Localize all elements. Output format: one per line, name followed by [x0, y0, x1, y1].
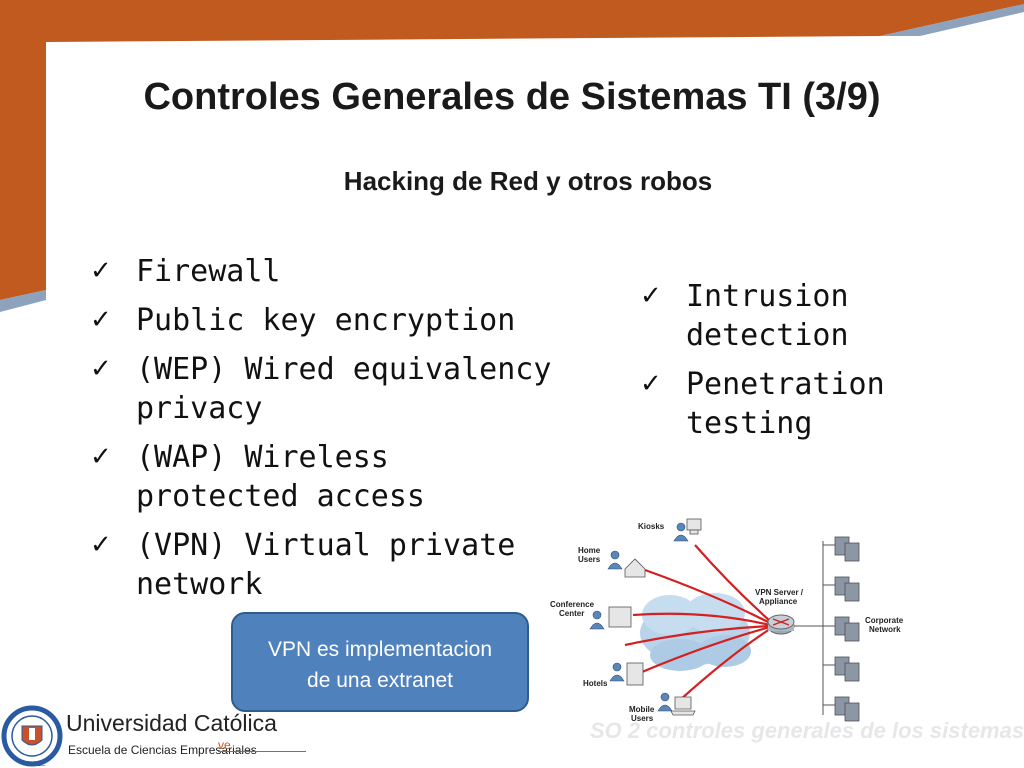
left-bullet-list: ✓ Firewall ✓ Public key encryption ✓ (WEP) … [90, 252, 560, 614]
checkmark-icon: ✓ [90, 530, 112, 560]
list-item-text: Firewall [136, 254, 281, 289]
list-item: ✓ (VPN) Virtual private network [90, 526, 560, 604]
vpn-server-icon [767, 614, 795, 635]
list-item-text: (WEP) Wired equivalency privacy [136, 352, 552, 426]
slide-title: Controles Generales de Sistemas TI (3/9) [143, 76, 881, 118]
list-item-text: Intrusion detection [686, 279, 849, 353]
vpn-network-diagram: Kiosks Home Users Conference Center Hote… [550, 517, 904, 731]
vpn-callout-box: VPN es implementacion de una extranet [231, 612, 529, 712]
checkmark-icon: ✓ [640, 281, 662, 311]
callout-line-1: VPN es implementacion [267, 638, 493, 661]
corporate-network-label-2: Network [869, 625, 901, 634]
list-item-text: (WAP) Wireless protected access [136, 440, 425, 514]
list-item-text: (VPN) Virtual private network [136, 528, 516, 602]
device-icons [608, 518, 702, 716]
hotels-label: Hotels [583, 679, 608, 688]
vpn-server-label: VPN Server / [755, 588, 804, 597]
kiosks-label: Kiosks [638, 522, 665, 531]
university-name: Universidad Católica [66, 710, 277, 736]
list-item: ✓ Intrusion detection [640, 277, 1020, 355]
list-item: ✓ Penetration testing [640, 365, 1020, 443]
mobile-users-label-2: Users [631, 714, 654, 723]
mobile-users-label: Mobile [629, 705, 655, 714]
checkmark-icon: ✓ [90, 305, 112, 335]
school-name: Escuela de Ciencias Empresariales [68, 743, 257, 757]
logo-underline [218, 751, 306, 752]
logo-fragment-text: ve [218, 738, 231, 752]
university-seal-icon: CHILE [1, 705, 63, 768]
checkmark-icon: ✓ [640, 369, 662, 399]
conference-center-label: Conference [550, 600, 595, 609]
checkmark-icon: ✓ [90, 256, 112, 286]
corporate-network-label: Corporate [865, 616, 904, 625]
home-users-label: Home [578, 546, 601, 555]
right-bullet-list: ✓ Intrusion detection ✓ Penetration testin… [640, 277, 1020, 453]
vpn-server-label-2: Appliance [759, 597, 798, 606]
vpn-connection-arrows [624, 544, 771, 701]
slide-subtitle: Hacking de Red y otros robos [343, 166, 713, 196]
user-icons [589, 522, 689, 712]
list-item: ✓ Public key encryption [90, 301, 560, 340]
list-item: ✓ Firewall [90, 252, 560, 291]
checkmark-icon: ✓ [90, 354, 112, 384]
home-users-label-2: Users [578, 555, 601, 564]
list-item: ✓ (WAP) Wireless protected access [90, 438, 560, 516]
list-item: ✓ (WEP) Wired equivalency privacy [90, 350, 560, 428]
seal-text: CHILE [25, 761, 46, 768]
list-item-text: Public key encryption [136, 303, 516, 338]
footer-watermark-text: SO 2 controles generales de los sistemas… [590, 718, 1024, 743]
list-item-text: Penetration testing [686, 367, 885, 441]
corporate-server-icons [834, 536, 860, 722]
callout-line-2: de una extranet [307, 669, 453, 692]
checkmark-icon: ✓ [90, 442, 112, 472]
corporate-connector [794, 541, 835, 715]
conference-center-label-2: Center [559, 609, 584, 618]
